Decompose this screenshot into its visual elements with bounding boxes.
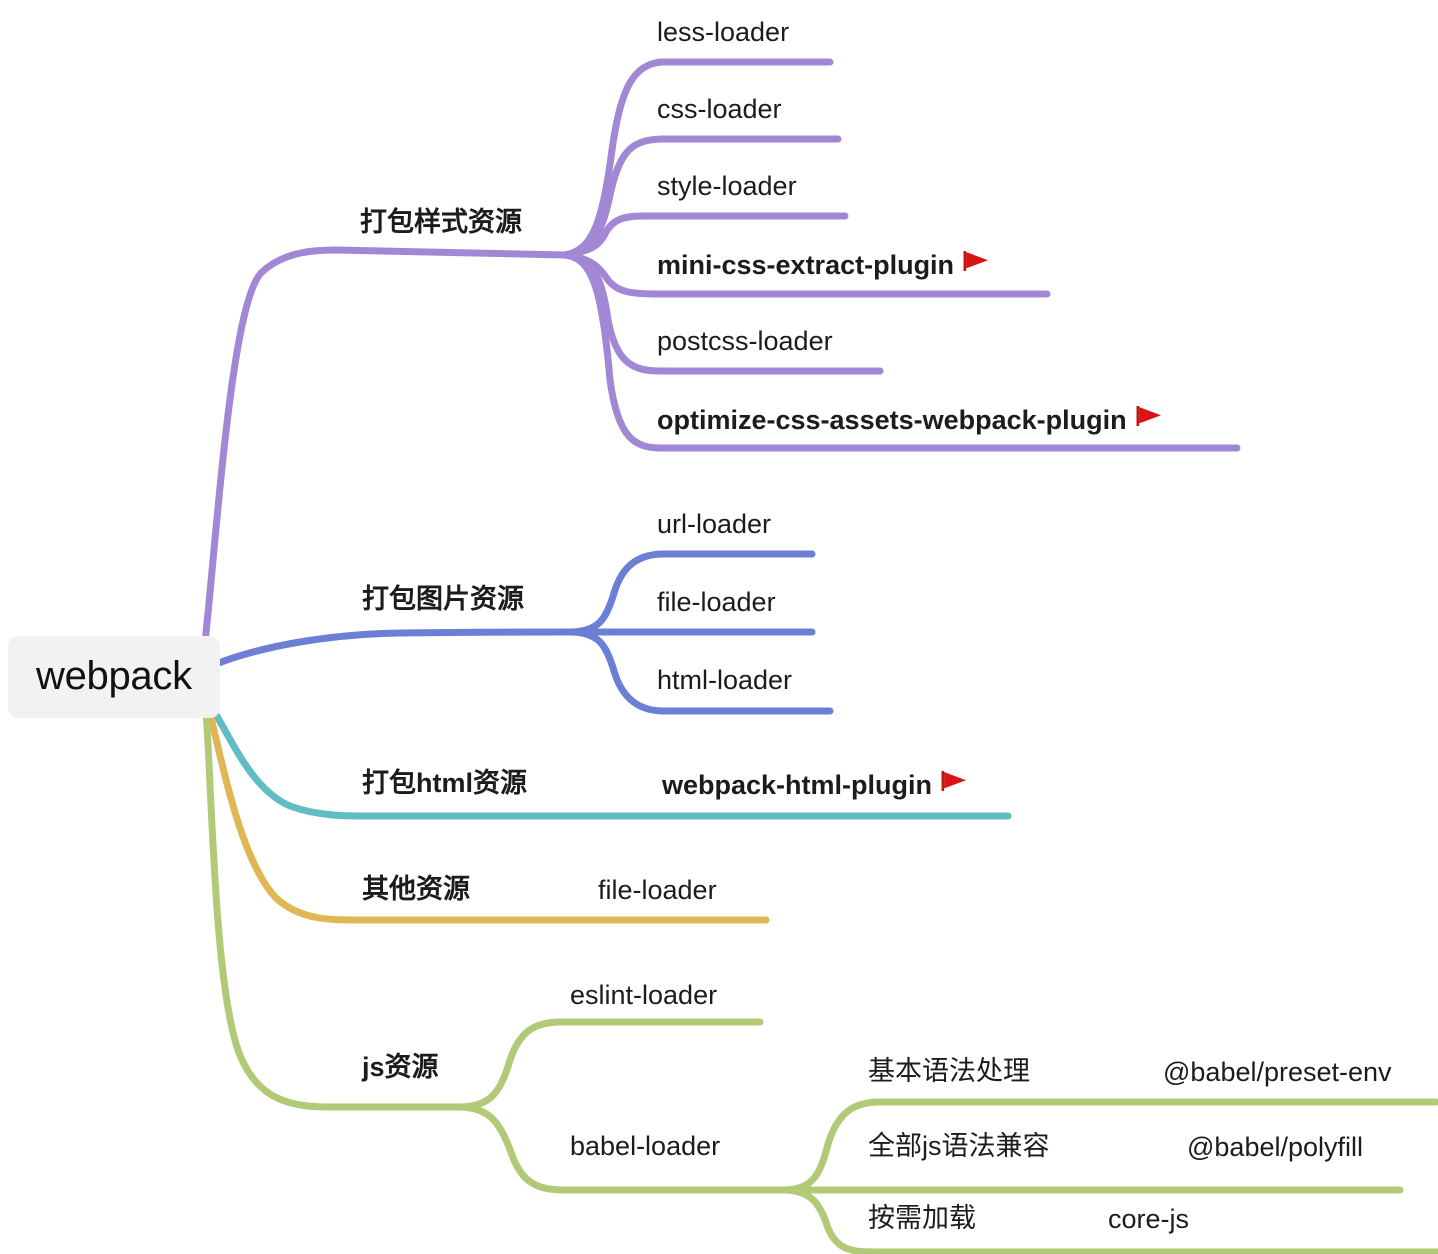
leaf-babel-basic-syntax[interactable]: 基本语法处理 [868,1058,1030,1085]
branch-label-style-resources[interactable]: 打包样式资源 [360,209,522,236]
leaf-mini-css-extract-plugin[interactable]: mini-css-extract-plugin [657,251,989,280]
branch-label-image-resources-text: 打包图片资源 [362,584,524,614]
branch-label-html-resources-text: 打包html资源 [362,768,527,798]
leaf-url-loader-text: url-loader [657,509,772,539]
branch-label-image-resources[interactable]: 打包图片资源 [362,586,524,613]
leaf-file-loader-other[interactable]: file-loader [598,877,717,904]
leaf-optimize-css-assets-webpack-plugin[interactable]: optimize-css-assets-webpack-plugin [657,406,1162,435]
leaf-eslint-loader[interactable]: eslint-loader [570,982,717,1009]
branch-label-other-resources-text: 其他资源 [362,874,470,904]
leaf-html-loader-text: html-loader [657,665,793,695]
red-flag-icon [963,249,989,278]
branch-label-html-resources[interactable]: 打包html资源 [362,770,527,797]
edge-js-eslint [456,1018,764,1111]
leaf-file-loader-image[interactable]: file-loader [657,589,776,616]
leaf-babel-basic-syntax-text: 基本语法处理 [868,1056,1030,1086]
leaf-core-js[interactable]: core-js [1108,1206,1189,1233]
branch-label-other-resources[interactable]: 其他资源 [362,876,470,903]
leaf-babel-full-compat-text: 全部js语法兼容 [868,1131,1050,1161]
leaf-webpack-html-plugin[interactable]: webpack-html-plugin [662,771,967,800]
leaf-postcss-loader[interactable]: postcss-loader [657,328,833,355]
leaf-babel-loader-text: babel-loader [570,1131,721,1161]
leaf-file-loader-image-text: file-loader [657,587,776,617]
leaf-babel-preset-env-text: @babel/preset-env [1163,1057,1392,1087]
red-flag-icon [1136,404,1162,433]
leaf-babel-polyfill[interactable]: @babel/polyfill [1187,1134,1363,1161]
red-flag-icon [941,769,967,798]
branch-label-js-resources-text: js资源 [362,1052,439,1082]
leaf-optimize-css-assets-webpack-plugin-text: optimize-css-assets-webpack-plugin [657,405,1127,435]
leaf-eslint-loader-text: eslint-loader [570,980,718,1010]
edge-root-to-image [212,628,576,668]
leaf-style-loader[interactable]: style-loader [657,173,797,200]
branch-label-style-resources-text: 打包样式资源 [360,207,522,237]
root-node-label: webpack [36,654,192,698]
leaf-babel-preset-env[interactable]: @babel/preset-env [1163,1059,1392,1086]
leaf-css-loader-text: css-loader [657,94,782,124]
leaf-babel-on-demand[interactable]: 按需加载 [868,1205,976,1232]
leaf-webpack-html-plugin-text: webpack-html-plugin [662,770,932,800]
leaf-style-loader-text: style-loader [657,171,797,201]
edge-style-less [561,58,834,259]
leaf-babel-loader[interactable]: babel-loader [570,1133,720,1160]
leaf-less-loader-text: less-loader [657,17,790,47]
leaf-url-loader[interactable]: url-loader [657,511,771,538]
leaf-mini-css-extract-plugin-text: mini-css-extract-plugin [657,250,955,280]
leaf-babel-polyfill-text: @babel/polyfill [1187,1132,1364,1162]
root-node-webpack[interactable]: webpack [8,636,220,718]
leaf-html-loader[interactable]: html-loader [657,667,792,694]
leaf-babel-full-compat[interactable]: 全部js语法兼容 [868,1133,1050,1160]
leaf-less-loader[interactable]: less-loader [657,19,789,46]
leaf-core-js-text: core-js [1108,1204,1190,1234]
leaf-file-loader-other-text: file-loader [598,875,717,905]
leaf-babel-on-demand-text: 按需加载 [868,1203,976,1233]
branch-label-js-resources[interactable]: js资源 [362,1054,439,1081]
leaf-css-loader[interactable]: css-loader [657,96,782,123]
leaf-postcss-loader-text: postcss-loader [657,326,833,356]
